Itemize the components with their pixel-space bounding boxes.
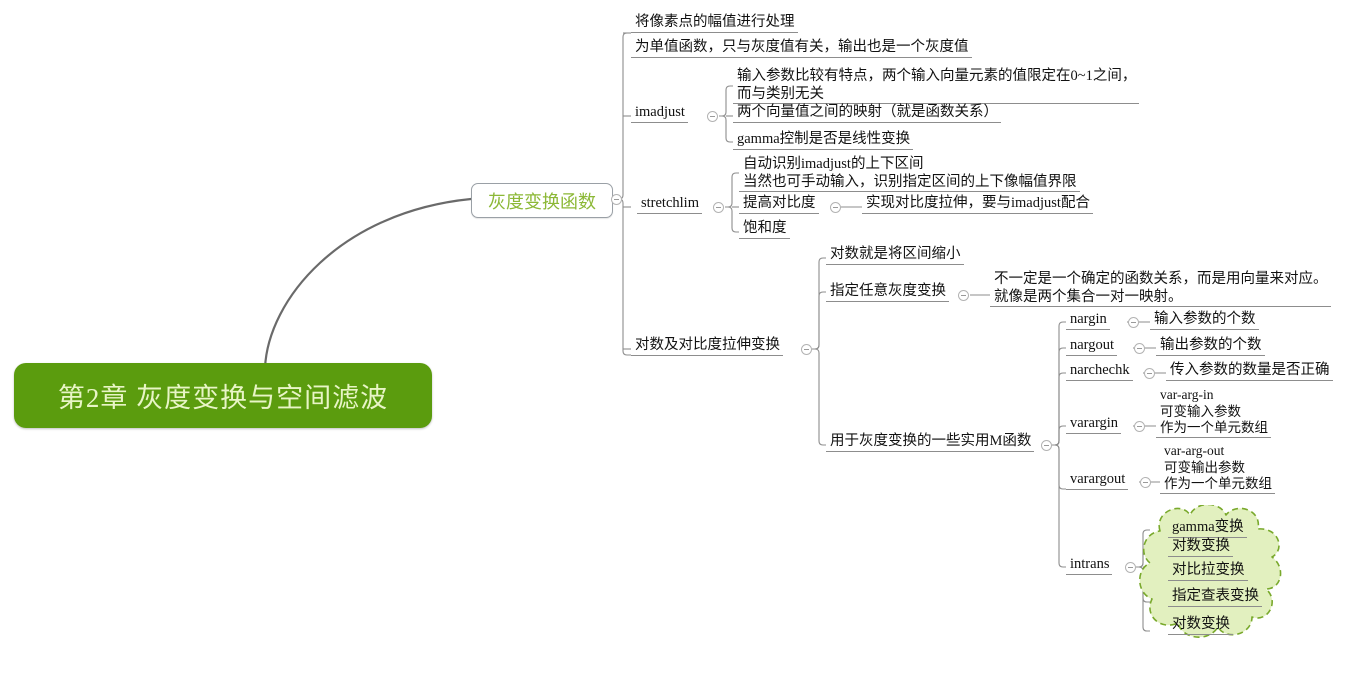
narchechk-collapse-toggle[interactable] <box>1144 368 1155 379</box>
topic-narchechk[interactable]: narchechk <box>1066 362 1133 382</box>
root-node-label: 第2章 灰度变换与空间滤波 <box>57 383 389 413</box>
topic-increase-contrast[interactable]: 提高对比度 <box>739 195 819 215</box>
topic-gamma-transform[interactable]: gamma变换 <box>1168 519 1247 539</box>
topic-lookup-table-transform[interactable]: 指定查表变换 <box>1168 588 1262 608</box>
central-node-collapse-toggle[interactable] <box>611 194 622 205</box>
central-node-label: 灰度变换函数 <box>488 191 596 212</box>
log-contrast-collapse-toggle[interactable] <box>801 344 812 355</box>
topic-log-transform-1[interactable]: 对数变换 <box>1168 538 1233 558</box>
root-node[interactable]: 第2章 灰度变换与空间滤波 <box>14 363 432 428</box>
nargout-collapse-toggle[interactable] <box>1134 343 1145 354</box>
topic-log-shrinks-range[interactable]: 对数就是将区间缩小 <box>826 246 964 266</box>
topic-stretchlim[interactable]: stretchlim <box>637 195 702 215</box>
topic-nargout-desc[interactable]: 输出参数的个数 <box>1156 337 1265 357</box>
topic-varargin-desc[interactable]: var-arg-in 可变输入参数 作为一个单元数组 <box>1156 387 1271 438</box>
topic-vector-mapping[interactable]: 两个向量值之间的映射（就是函数关系） <box>733 104 1001 124</box>
topic-useful-m-functions[interactable]: 用于灰度变换的一些实用M函数 <box>826 433 1035 453</box>
imadjust-collapse-toggle[interactable] <box>707 111 718 122</box>
topic-log-and-contrast-stretch[interactable]: 对数及对比度拉伸变换 <box>631 337 783 357</box>
topic-gamma-linear-control[interactable]: gamma控制是否是线性变换 <box>733 131 914 151</box>
stretchlim-collapse-toggle[interactable] <box>713 202 724 213</box>
arbitrary-gray-transform-collapse-toggle[interactable] <box>958 290 969 301</box>
topic-arbitrary-gray-transform[interactable]: 指定任意灰度变换 <box>826 283 949 303</box>
varargin-collapse-toggle[interactable] <box>1134 421 1145 432</box>
topic-nargout[interactable]: nargout <box>1066 337 1118 357</box>
topic-contrast-stretch-with-imadjust[interactable]: 实现对比度拉伸，要与imadjust配合 <box>862 195 1093 215</box>
topic-log-transform-2[interactable]: 对数变换 <box>1168 616 1233 636</box>
topic-contrast-stretch-transform[interactable]: 对比拉变换 <box>1168 562 1248 582</box>
topic-narchechk-desc[interactable]: 传入参数的数量是否正确 <box>1166 362 1333 382</box>
topic-auto-detect-range[interactable]: 自动识别imadjust的上下区间 当然也可手动输入，识别指定区间的上下像幅值界… <box>739 156 1080 193</box>
intrans-collapse-toggle[interactable] <box>1125 562 1136 573</box>
root-to-central-curve <box>263 197 473 370</box>
varargout-collapse-toggle[interactable] <box>1140 477 1151 488</box>
topic-nargin-desc[interactable]: 输入参数的个数 <box>1150 311 1259 331</box>
nargin-collapse-toggle[interactable] <box>1128 317 1139 328</box>
topic-varargout-desc[interactable]: var-arg-out 可变输出参数 作为一个单元数组 <box>1160 443 1275 494</box>
useful-m-functions-collapse-toggle[interactable] <box>1041 440 1052 451</box>
topic-vector-correspondence[interactable]: 不一定是一个确定的函数关系，而是用向量来对应。 就像是两个集合一对一映射。 <box>990 271 1331 308</box>
topic-nargin[interactable]: nargin <box>1066 311 1110 331</box>
topic-pixel-amplitude[interactable]: 将像素点的幅值进行处理 <box>631 14 798 34</box>
topic-varargout[interactable]: varargout <box>1066 471 1129 491</box>
topic-imadjust-input-params[interactable]: 输入参数比较有特点，两个输入向量元素的值限定在0~1之间， 而与类别无关 <box>733 68 1140 105</box>
topic-varargin[interactable]: varargin <box>1066 415 1122 435</box>
topic-single-value-function[interactable]: 为单值函数，只与灰度值有关，输出也是一个灰度值 <box>631 39 972 59</box>
increase-contrast-collapse-toggle[interactable] <box>830 202 841 213</box>
topic-saturation[interactable]: 饱和度 <box>739 220 790 240</box>
central-node[interactable]: 灰度变换函数 <box>471 183 613 218</box>
topic-imadjust[interactable]: imadjust <box>631 104 688 124</box>
topic-intrans[interactable]: intrans <box>1066 556 1113 576</box>
